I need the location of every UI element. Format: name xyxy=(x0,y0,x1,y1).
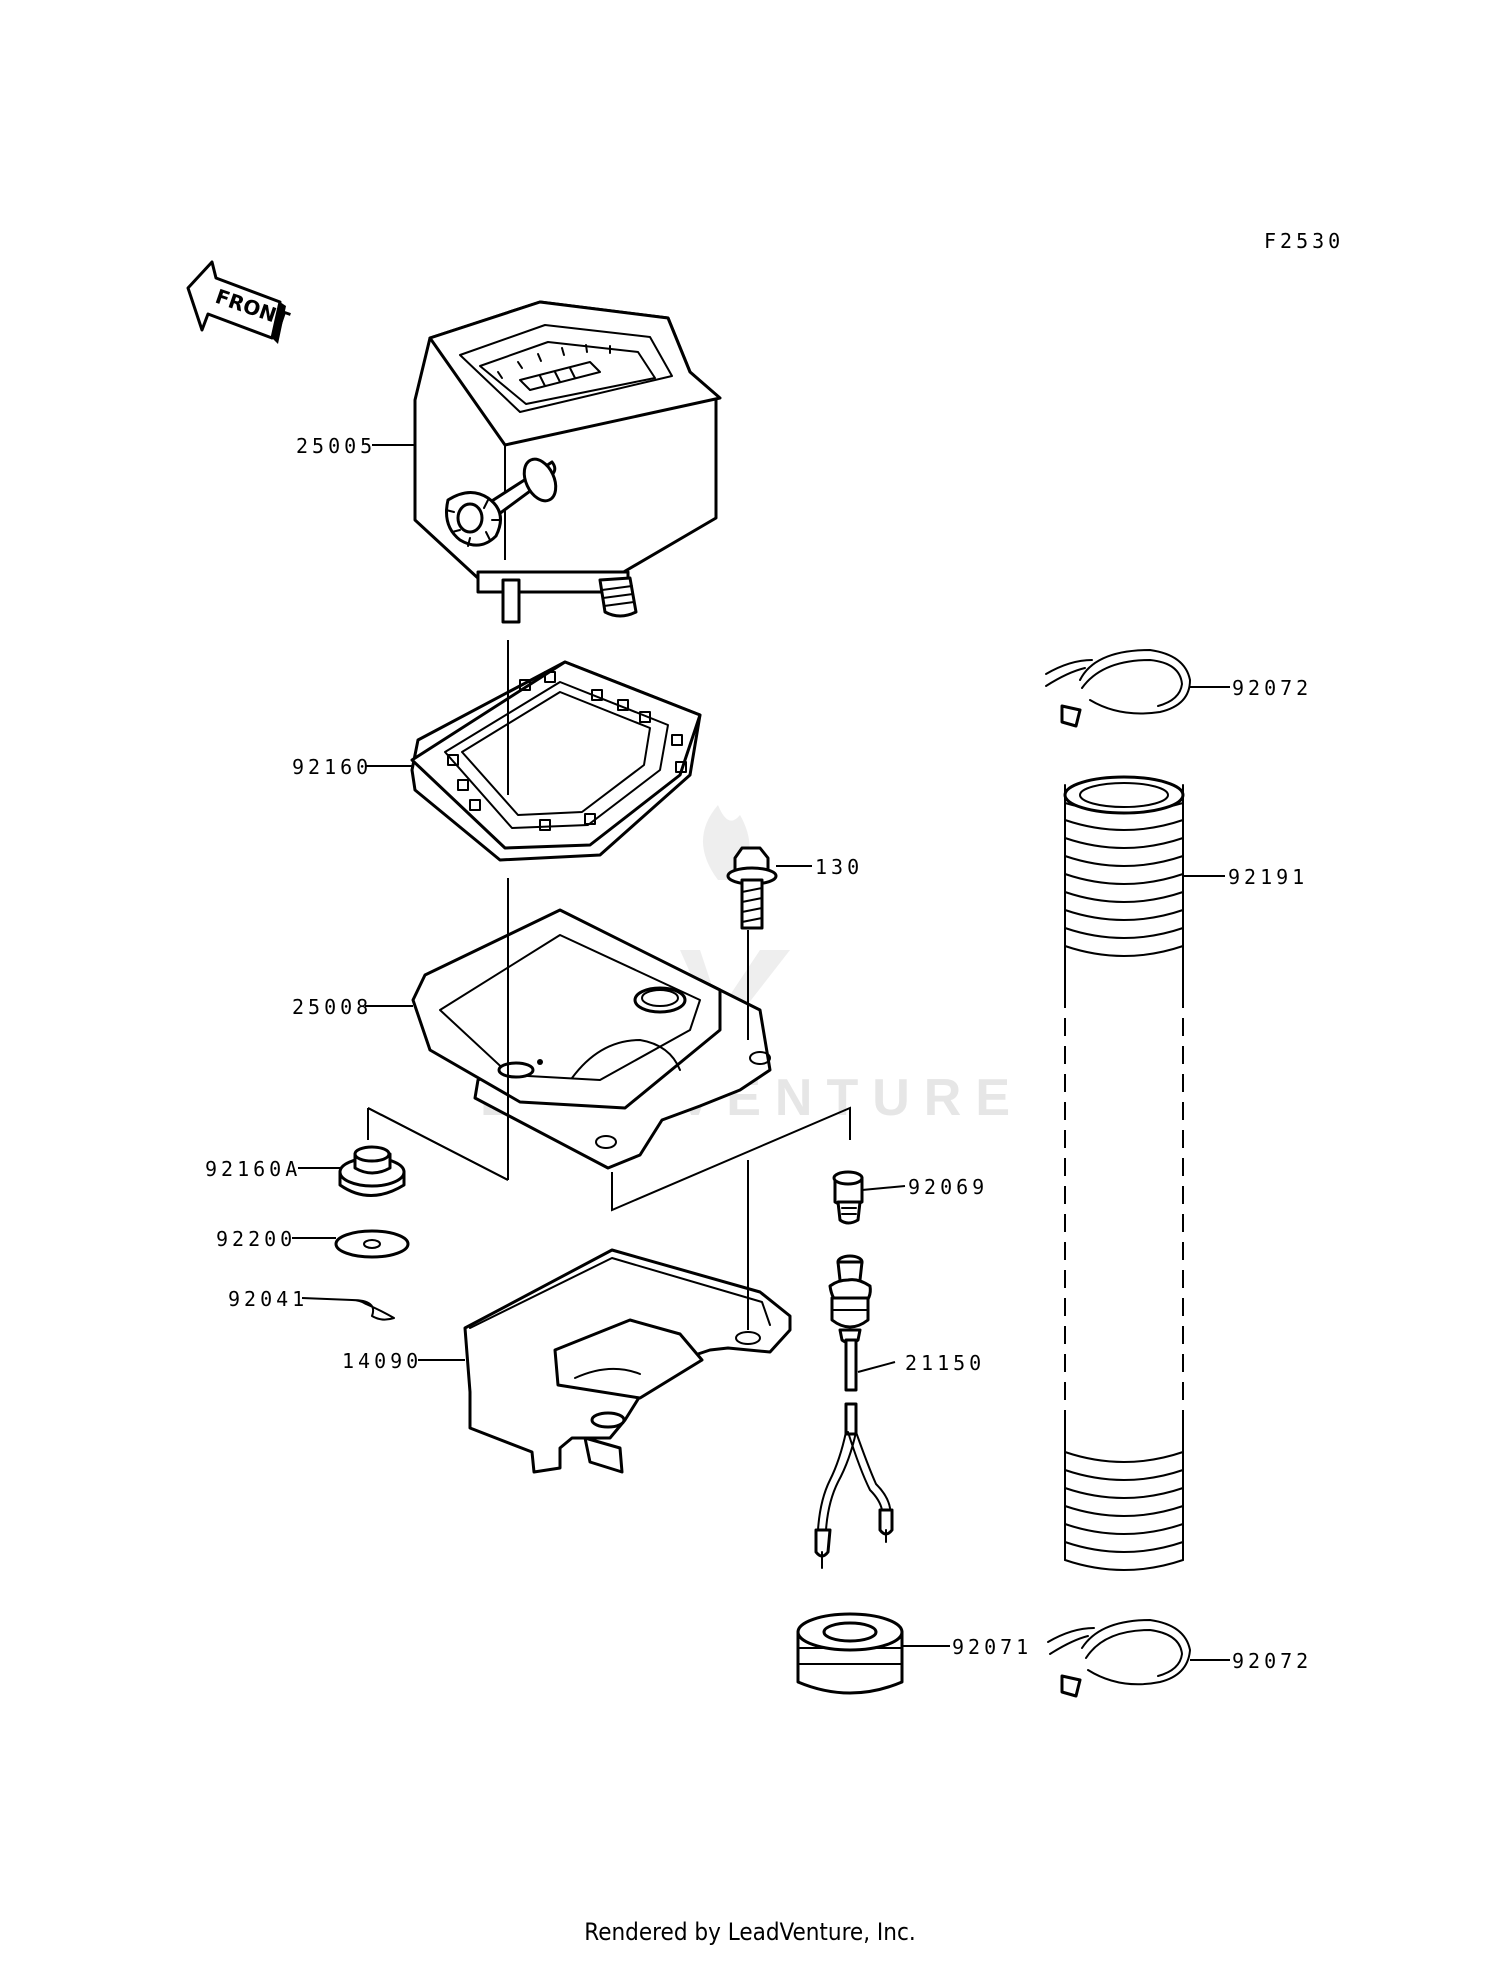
callout-92160: 92160 xyxy=(292,755,372,779)
meter-case xyxy=(411,908,772,1170)
callout-92200: 92200 xyxy=(216,1227,296,1251)
callout-leaders xyxy=(292,444,1230,1661)
callout-21150: 21150 xyxy=(905,1351,985,1375)
cotter-pin xyxy=(351,1299,395,1321)
callout-130: 130 xyxy=(815,855,863,879)
callout-92072-top: 92072 xyxy=(1232,676,1312,700)
footer-credit: Rendered by LeadVenture, Inc. xyxy=(584,1918,916,1946)
callout-14090: 14090 xyxy=(342,1349,422,1373)
callout-92069: 92069 xyxy=(908,1175,988,1199)
callout-labels: 25005 92160 130 25008 92160A 92200 92041… xyxy=(205,434,1312,1673)
callout-92041: 92041 xyxy=(228,1287,308,1311)
washer xyxy=(334,1229,410,1259)
lower-bracket xyxy=(463,1248,792,1474)
meter-assembly xyxy=(413,300,722,624)
assembly-guides xyxy=(367,640,851,1330)
corrugated-tube xyxy=(1062,775,1186,1571)
front-arrow-icon: FRONT xyxy=(186,260,293,344)
bulb xyxy=(832,1170,864,1225)
callout-25008: 25008 xyxy=(292,995,372,1019)
rubber-mount xyxy=(410,660,702,862)
callout-92160a: 92160A xyxy=(205,1157,301,1181)
bolt xyxy=(726,846,778,930)
callout-92072-bottom: 92072 xyxy=(1232,1649,1312,1673)
callout-92071: 92071 xyxy=(952,1635,1032,1659)
socket-harness xyxy=(814,1254,894,1569)
clamp-top xyxy=(1045,649,1191,728)
large-grommet xyxy=(796,1612,904,1695)
clamp-bottom xyxy=(1047,1619,1191,1698)
diagram-code: F2530 xyxy=(1264,229,1344,253)
grommet xyxy=(338,1145,406,1197)
callout-25005: 25005 xyxy=(296,434,376,458)
callout-92191: 92191 xyxy=(1228,865,1308,889)
